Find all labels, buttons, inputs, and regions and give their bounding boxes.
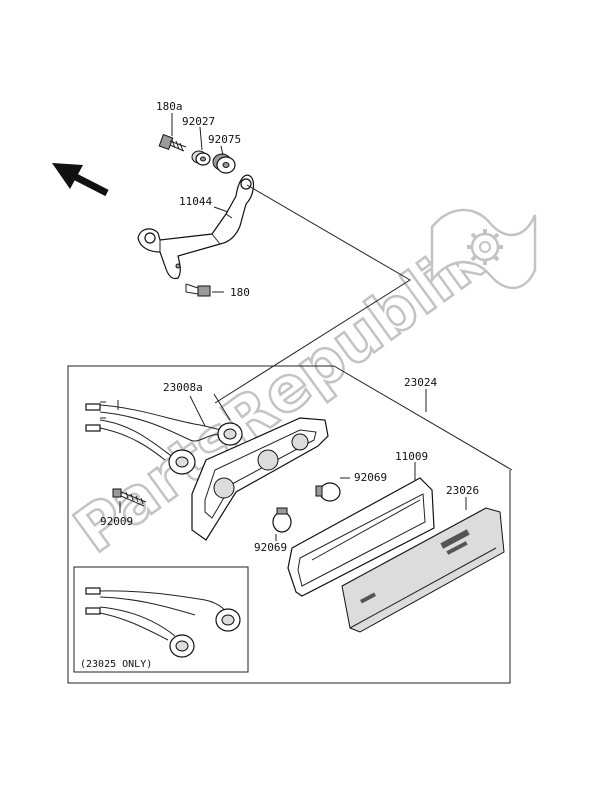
front-direction-arrow-icon — [52, 163, 109, 197]
label-92009: 92009 — [100, 515, 133, 528]
bracket-11044 — [137, 174, 255, 280]
bolt-180 — [185, 283, 211, 297]
screw-92009 — [112, 488, 147, 507]
bulb-92069-upper — [315, 482, 341, 502]
lens-23026 — [341, 507, 505, 633]
label-180a: 180a — [156, 100, 183, 113]
label-23024: 23024 — [404, 376, 437, 389]
lens-frame-11009 — [287, 477, 435, 597]
label-92069-lower: 92069 — [254, 541, 287, 554]
taillight-base — [191, 417, 329, 541]
assembly-frame-diagonal — [333, 365, 513, 471]
label-92027: 92027 — [182, 115, 215, 128]
inset-frame — [73, 566, 249, 673]
leader-bracket-to-taillight — [214, 184, 411, 404]
inset-note: (23025 ONLY) — [80, 659, 152, 670]
watermark: PartsRepublik — [60, 208, 537, 568]
label-180: 180 — [230, 286, 250, 299]
label-92075: 92075 — [208, 133, 241, 146]
gear-flag-icon — [430, 208, 537, 290]
grommet-92075 — [212, 153, 236, 174]
label-92069-upper: 92069 — [354, 471, 387, 484]
label-11009: 11009 — [395, 450, 428, 463]
collar-92027 — [191, 150, 211, 166]
leader-lines — [119, 113, 467, 541]
label-23008a: 23008a — [163, 381, 203, 394]
bolt-180a — [158, 134, 187, 152]
part-labels: 180a 92027 92075 11044 180 23008a 23024 … — [100, 100, 479, 554]
bulb-92069-lower — [272, 507, 292, 533]
inset-23025: (23025 ONLY) — [73, 566, 249, 673]
socket-harness-23008a — [85, 395, 243, 475]
label-23026: 23026 — [446, 484, 479, 497]
assembly-frame-23024 — [67, 365, 511, 684]
label-11044: 11044 — [179, 195, 212, 208]
